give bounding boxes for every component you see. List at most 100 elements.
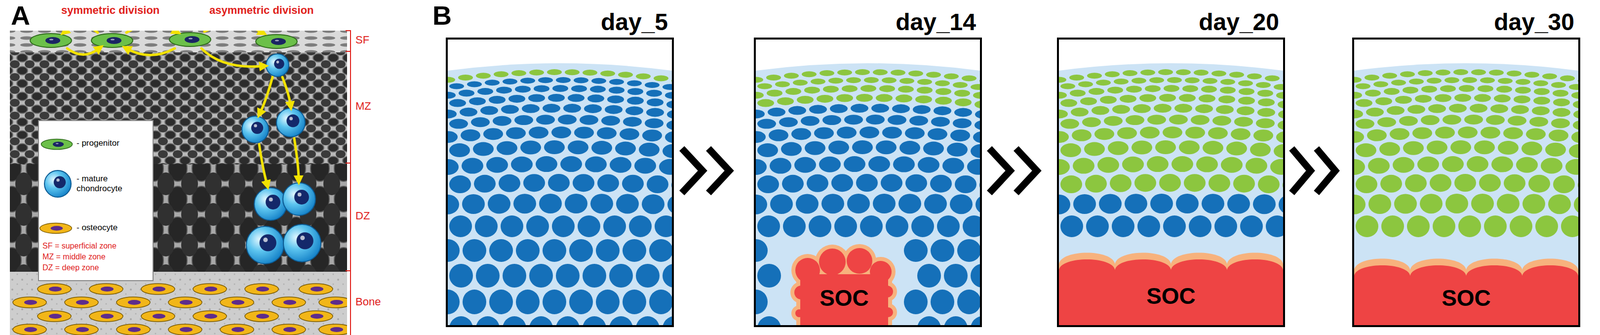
mature-cell [480, 106, 499, 116]
progenitor-cell [1435, 69, 1451, 76]
progenitor-cell [1414, 94, 1432, 103]
mature-cell [847, 193, 870, 214]
mature-cell [755, 130, 766, 143]
progenitor-cell [875, 93, 893, 102]
progenitor-cell [1247, 73, 1262, 80]
progenitor-cell [915, 95, 933, 104]
progenitor-cell [1542, 73, 1558, 80]
progenitor-cell [1253, 129, 1274, 142]
mature-cell [912, 105, 931, 115]
progenitor-cell [943, 73, 959, 80]
mature-cell [449, 215, 472, 237]
progenitor-cell [1070, 107, 1089, 117]
progenitor-cell [1257, 98, 1275, 107]
progenitor-cell [1548, 129, 1569, 142]
panel-letter: A [10, 1, 31, 29]
mature-cell [500, 215, 524, 237]
progenitor-cell [1174, 103, 1193, 113]
progenitor-cell [1131, 140, 1153, 155]
progenitor-cell [1373, 81, 1389, 88]
mature-cell [529, 263, 553, 288]
mature-cell [804, 141, 826, 156]
progenitor-cell [1355, 118, 1375, 129]
progenitor-cell [1503, 127, 1523, 140]
progenitor-cell [1184, 77, 1200, 84]
mature-cell [506, 126, 526, 139]
mature-cell [520, 77, 536, 84]
progenitor-cell [1511, 105, 1529, 115]
progenitor-cell [1094, 127, 1115, 140]
progenitor-cell [1211, 70, 1227, 77]
zone-definition: DZ = deep zone [42, 263, 99, 272]
mature-cell [551, 215, 575, 237]
progenitor-cell [1571, 131, 1579, 144]
mature-cell [492, 116, 512, 126]
progenitor-cell [1571, 91, 1579, 99]
progenitor-cell [1442, 114, 1462, 125]
mature-cell [601, 115, 621, 126]
mature-cell [770, 194, 793, 214]
progenitor-cell [1506, 70, 1522, 77]
progenitor-cell [1112, 104, 1131, 114]
progenitor-cell [1071, 129, 1092, 142]
mature-cell [970, 144, 980, 158]
chevron-arrow [1291, 148, 1336, 194]
mature-cell [449, 99, 467, 108]
progenitor-cell [1553, 98, 1570, 107]
progenitor-cell [1474, 93, 1491, 102]
progenitor-cell [1104, 71, 1120, 78]
mature-cell [569, 289, 593, 314]
mature-cell [555, 263, 580, 288]
progenitor-cell [819, 70, 835, 77]
progenitor-cell [801, 71, 817, 78]
mature-cell [952, 117, 972, 128]
mature-cell [582, 315, 607, 325]
mature-cell [946, 142, 968, 157]
mature-cell [577, 215, 601, 237]
progenitor-cell [1573, 194, 1579, 215]
mature-cell [794, 156, 817, 173]
progenitor-cell [1403, 141, 1424, 156]
mature-cell [609, 78, 625, 85]
mature-cell [780, 142, 802, 157]
progenitor-cell [1488, 69, 1504, 76]
progenitor-cell [822, 85, 839, 93]
progenitor-cell [1282, 77, 1284, 84]
progenitor-cell [1122, 70, 1138, 77]
progenitor-cell [1391, 79, 1406, 86]
progenitor-cell [1249, 142, 1271, 157]
mature-cell [641, 194, 665, 214]
mature-cell [974, 119, 980, 130]
progenitor-cell [1548, 194, 1571, 214]
progenitor-cell [1524, 71, 1540, 78]
progenitor-cell [1382, 72, 1398, 79]
mature-cell [942, 157, 965, 174]
progenitor-cell [1466, 156, 1489, 172]
mature-cell [585, 156, 607, 173]
mature-cell [468, 97, 486, 106]
mature-cell [666, 110, 672, 119]
day-panel: day_5 [445, 37, 674, 327]
progenitor-cell [1421, 85, 1438, 93]
progenitor-cell [1497, 140, 1519, 155]
mature-cell [567, 140, 589, 155]
progenitor-cell [635, 73, 651, 80]
progenitor-cell [1490, 104, 1509, 114]
mature-cell [622, 174, 644, 193]
progenitor-cell [1366, 129, 1387, 142]
mature-cell [875, 140, 897, 155]
cartilage-matrix [1354, 63, 1579, 325]
progenitor-cell [935, 96, 952, 105]
progenitor-cell [1395, 95, 1412, 104]
progenitor-cell [1480, 77, 1495, 84]
osteocytes [12, 283, 348, 335]
mature-cell [514, 115, 534, 125]
mature-cell [644, 117, 664, 128]
progenitor-cell [1085, 174, 1107, 193]
progenitor-cell [1190, 115, 1210, 125]
soc-label: SOC [1058, 283, 1284, 309]
mature-cell [755, 158, 767, 175]
progenitor-cell [755, 91, 764, 99]
mature-cell [536, 114, 555, 125]
mature-cell [755, 289, 768, 314]
